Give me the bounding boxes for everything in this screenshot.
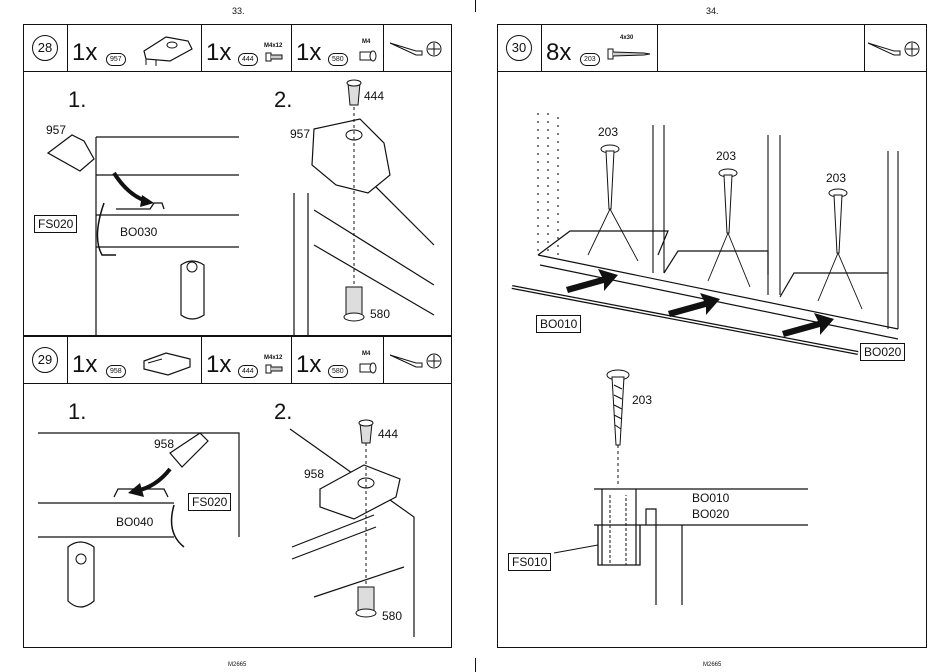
step-29-panel: 29 1x 958 1x 444 M4x12 1x [23, 336, 452, 648]
step-29-illustration-2 [24, 337, 453, 649]
step-30-detail-illustration [498, 25, 928, 649]
right-page: 34. 30 8x 203 4x30 [475, 0, 950, 672]
step-30-panel: 30 8x 203 4x30 [497, 24, 927, 648]
fs010-label: FS010 [508, 553, 551, 571]
step-28-panel: 28 1x 957 1x 444 M4x12 [23, 24, 452, 336]
footer-code: M2665 [228, 662, 246, 668]
left-page: 33. 28 1x 957 1x 444 M4x12 [0, 0, 475, 672]
step-28-illustration-2 [24, 25, 453, 337]
page-number: 34. [706, 6, 719, 16]
footer-code: M2665 [703, 662, 721, 668]
page-number: 33. [232, 6, 245, 16]
